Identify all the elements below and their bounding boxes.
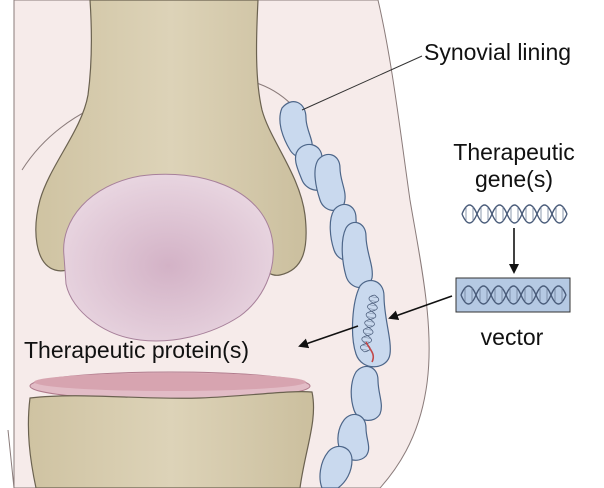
synovial-cell [350,365,382,421]
therapeutic-gene-dna-icon [461,204,568,224]
cell-to-protein-arrow [298,325,359,349]
intracellular-dna-red-strand [365,341,375,363]
synovial-lining-label: Synovial lining [424,39,571,65]
therapeutic-gene-label-line1: Therapeutic [453,139,574,165]
tibia-bone [27,391,315,488]
vector-to-cell-arrow [388,295,453,321]
therapeutic-protein-label: Therapeutic protein(s) [24,337,249,363]
articular-cartilage [63,173,274,342]
vector-label: vector [481,324,544,350]
meniscus-disc-top [34,373,306,391]
therapeutic-gene-label-line2: gene(s) [475,166,553,192]
capsule-lower-line [7,429,15,488]
synovial-cell [341,221,373,289]
vector-box [455,277,571,313]
synovial-lining-leader [301,55,423,111]
synovial-cell [319,445,353,488]
